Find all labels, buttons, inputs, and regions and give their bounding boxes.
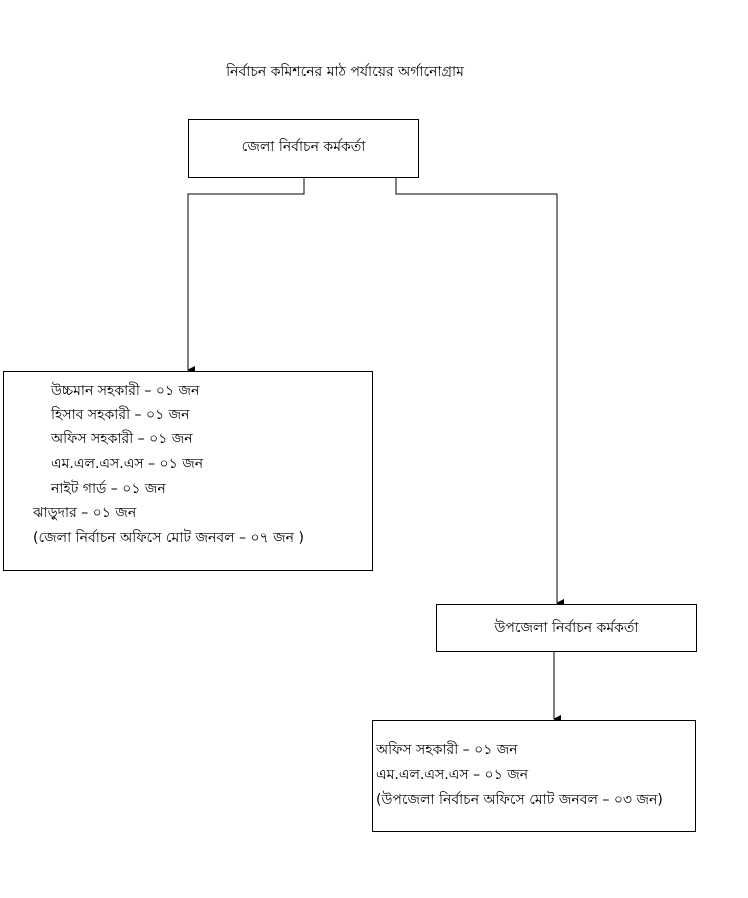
staff-item: অফিস সহকারী – ০১ জন (51, 431, 193, 447)
staff-item: অফিস সহকারী – ০১ জন (376, 742, 518, 758)
upazila-officer-label: উপজেলা নির্বাচন কর্মকর্তা (494, 620, 639, 636)
staff-item: হিসাব সহকারী – ০১ জন (51, 407, 190, 423)
connector-to-upazila-officer (395, 177, 564, 607)
staff-total: (উপজেলা নির্বাচন অফিসে মোট জনবল – ০৩ জন) (376, 792, 663, 808)
upazila-officer-box: উপজেলা নির্বাচন কর্মকর্তা (436, 604, 697, 652)
staff-item: ঝাড়ুদার – ০১ জন (33, 505, 137, 521)
staff-total: (জেলা নির্বাচন অফিসে মোট জনবল – ০৭ জন ) (33, 530, 304, 546)
connector-to-district-staff (187, 177, 305, 374)
staff-item: নাইট গার্ড – ০১ জন (51, 481, 166, 497)
district-officer-box: জেলা নির্বাচন কর্মকর্তা (188, 119, 419, 178)
staff-item: এম.এল.এস.এস – ০১ জন (376, 767, 529, 783)
upazila-staff-box: অফিস সহকারী – ০১ জন এম.এল.এস.এস – ০১ জন … (372, 720, 696, 832)
diagram-title: নির্বাচন কমিশনের মাঠ পর্যায়ের অর্গানোগ্… (226, 64, 464, 80)
district-staff-box: উচ্চমান সহকারী – ০১ জন হিসাব সহকারী – ০১… (3, 371, 373, 571)
district-officer-label: জেলা নির্বাচন কর্মকর্তা (241, 139, 366, 155)
staff-item: উচ্চমান সহকারী – ০১ জন (51, 383, 200, 399)
staff-item: এম.এল.এস.এস – ০১ জন (51, 456, 204, 472)
